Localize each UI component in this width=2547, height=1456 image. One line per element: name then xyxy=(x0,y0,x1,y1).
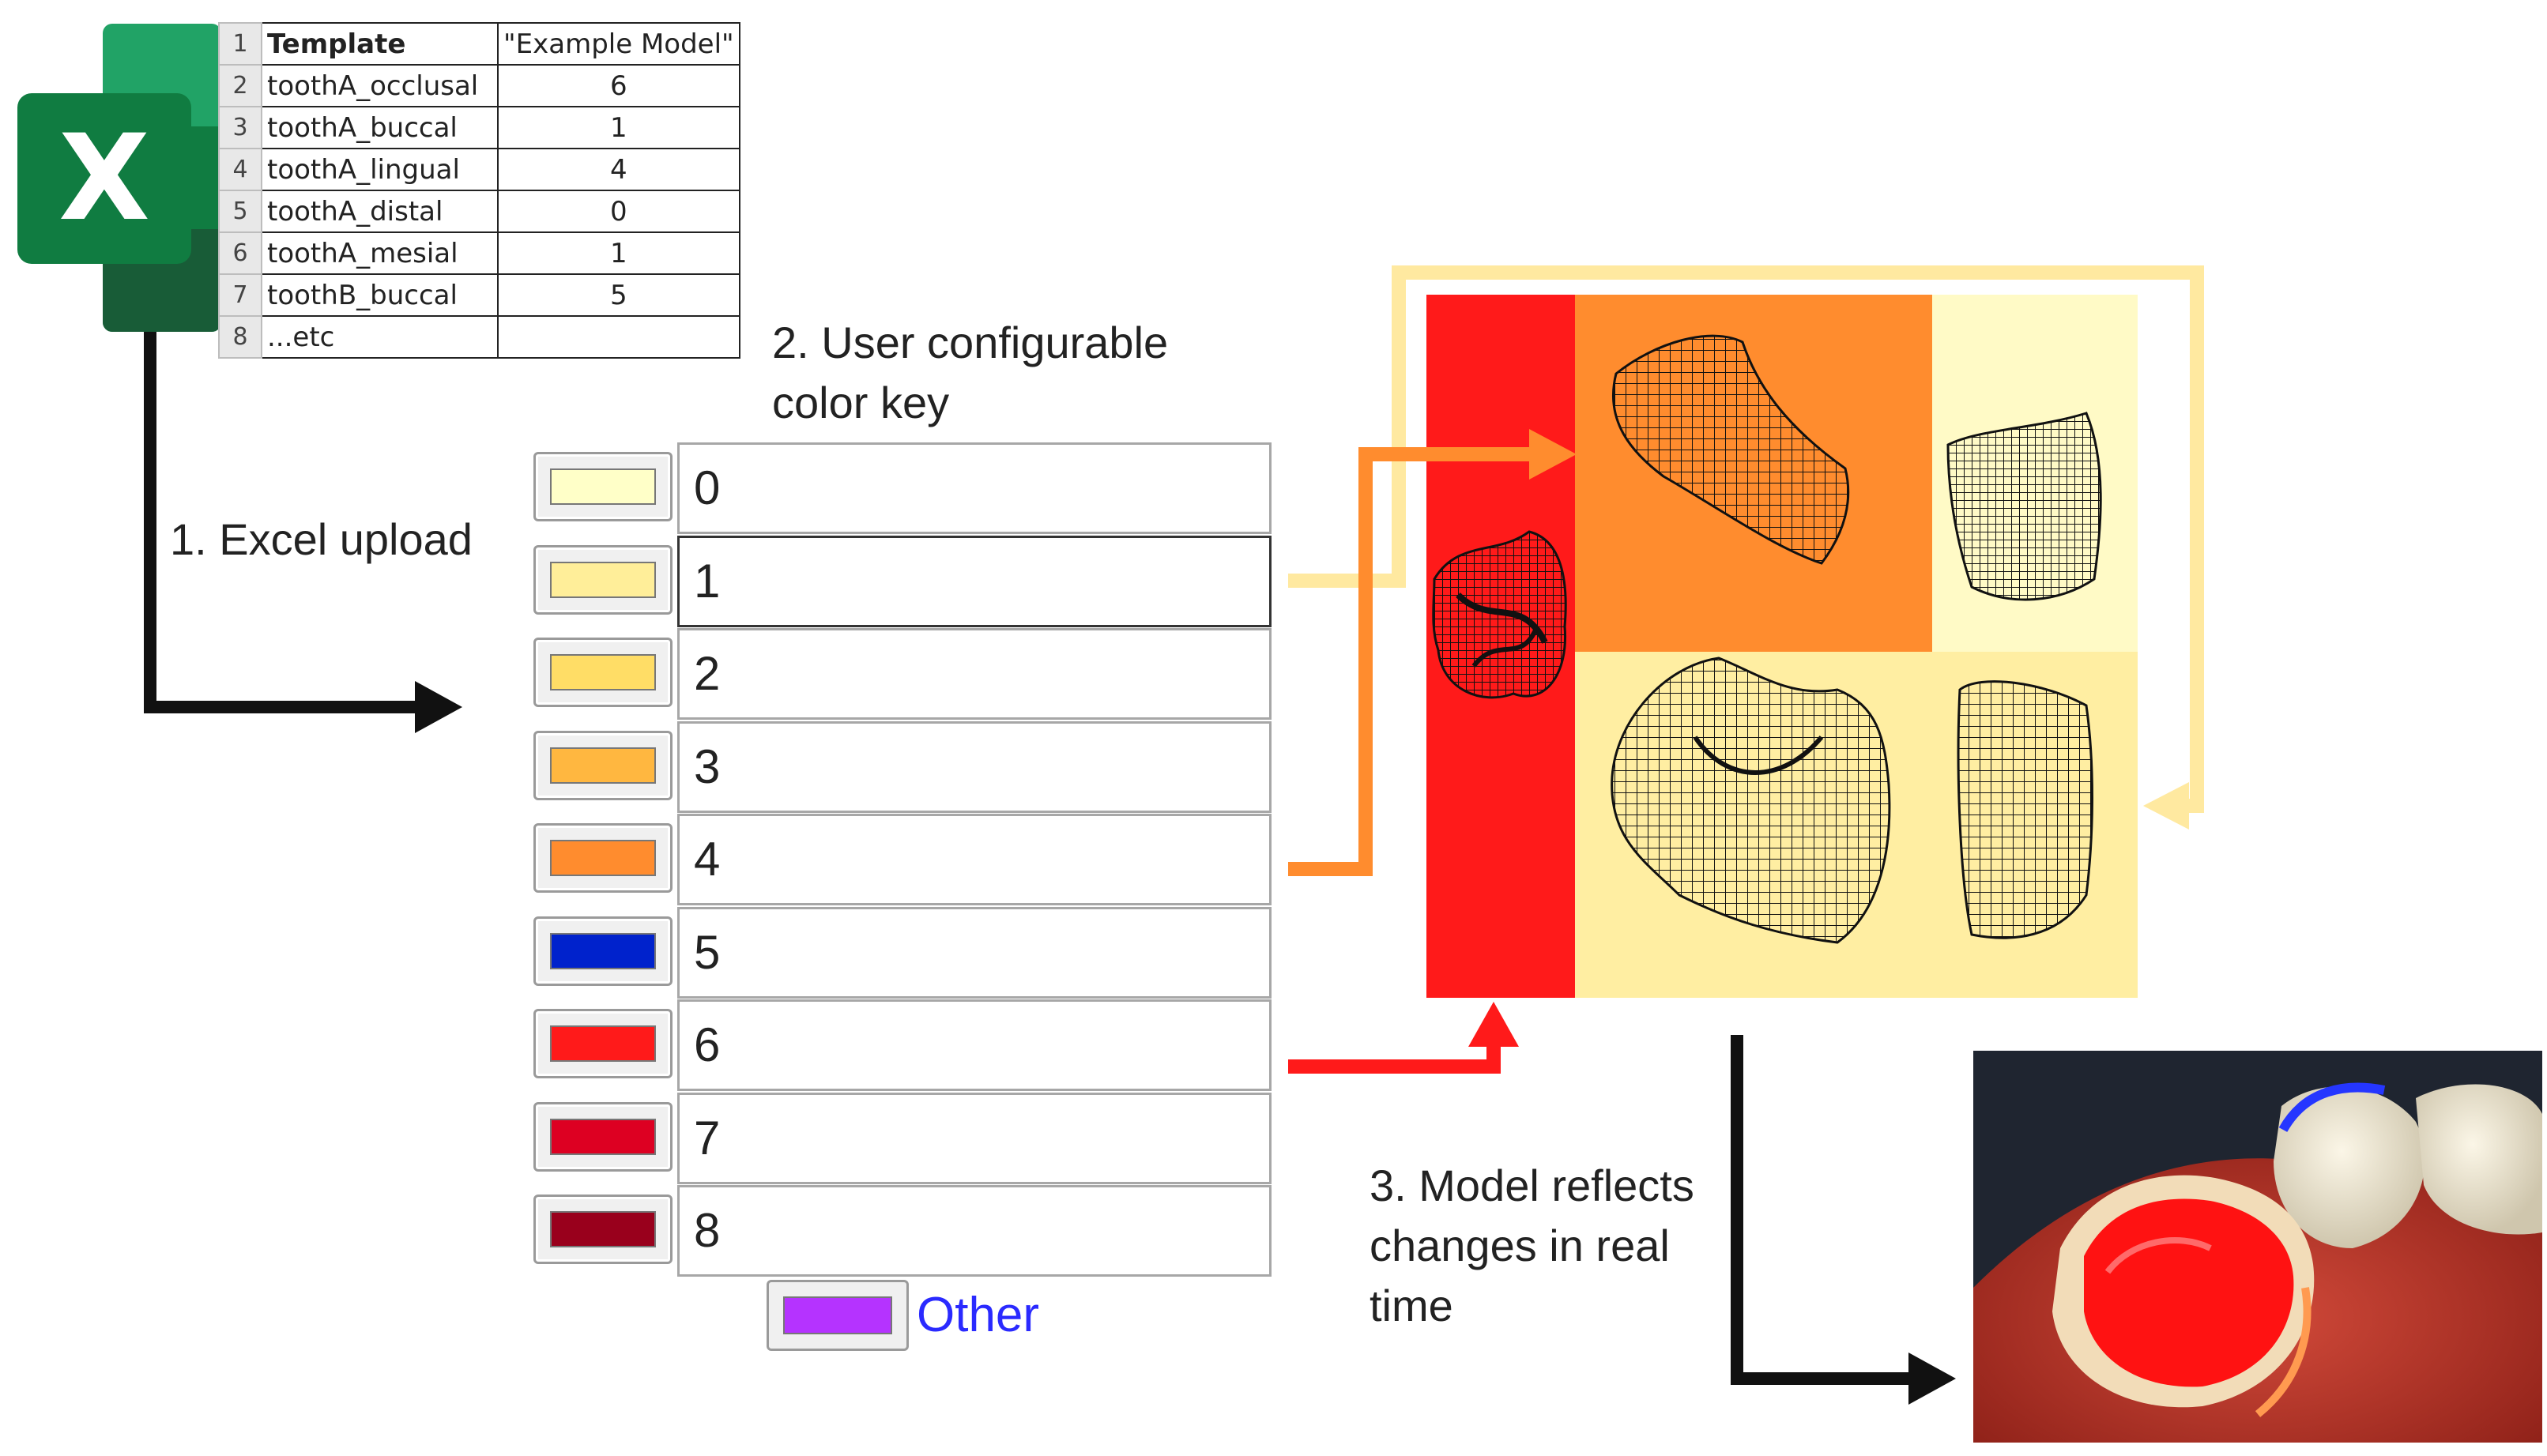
row-number: 7 xyxy=(218,273,262,317)
color-key-row-2: 2 xyxy=(533,628,1276,720)
pale-yellow-arrow xyxy=(1288,265,2204,813)
color-swatch xyxy=(550,561,656,598)
color-key-row-0: 0 xyxy=(533,442,1276,534)
color-key-value-field[interactable]: 7 xyxy=(677,1092,1272,1184)
color-key-value-field[interactable]: 3 xyxy=(677,720,1272,813)
value-cell: 4 xyxy=(497,148,740,191)
row-number: 8 xyxy=(218,315,262,359)
other-label: Other xyxy=(917,1288,1040,1342)
template-cell: toothA_buccal xyxy=(261,106,499,149)
color-picker-button[interactable] xyxy=(533,1009,673,1078)
mesh-mesial-icon xyxy=(1957,680,2093,939)
color-picker-button[interactable] xyxy=(533,730,673,800)
excel-upload-arrowhead xyxy=(415,681,462,733)
step3-label-line1: 3. Model reflects xyxy=(1370,1161,1694,1210)
color-swatch xyxy=(550,1211,656,1247)
row-number: 4 xyxy=(218,148,262,191)
color-key-row-4: 4 xyxy=(533,814,1276,905)
value-cell xyxy=(497,315,740,359)
step3-label-line3: time xyxy=(1370,1281,1453,1330)
color-swatch xyxy=(550,1025,656,1062)
row-number: 2 xyxy=(218,64,262,107)
row-number: 3 xyxy=(218,106,262,149)
row-number: 1 xyxy=(218,22,262,66)
step2-label-line1: 2. User configurable xyxy=(772,318,1169,367)
color-key-value-field[interactable]: 5 xyxy=(677,906,1272,999)
pale-yellow-arrowhead xyxy=(2143,782,2189,830)
color-picker-button[interactable] xyxy=(533,916,673,986)
mesh-distal-icon xyxy=(1946,412,2102,601)
mesh-occlusal-icon xyxy=(1432,530,1567,699)
template-cell: toothA_lingual xyxy=(261,148,499,191)
color-key-value-field[interactable]: 0 xyxy=(677,442,1272,534)
color-picker-button[interactable] xyxy=(533,638,673,707)
color-swatch xyxy=(550,468,656,505)
color-key-value-field[interactable]: 4 xyxy=(677,814,1272,905)
step3-label-line2: changes in real xyxy=(1370,1221,1670,1270)
value-cell: 6 xyxy=(497,64,740,107)
orange-arrowhead xyxy=(1529,429,1577,480)
table-row: 8...etc xyxy=(218,315,740,359)
color-key-value-field[interactable]: 1 xyxy=(677,535,1272,627)
dental-render-image xyxy=(1973,1051,2542,1443)
value-cell: 1 xyxy=(497,106,740,149)
color-key-row-6: 6 xyxy=(533,999,1276,1091)
template-cell: ...etc xyxy=(261,315,499,359)
color-key-row-7: 7 xyxy=(533,1092,1276,1184)
value-cell: 0 xyxy=(497,190,740,233)
color-key-row-1: 1 xyxy=(533,535,1276,627)
color-key-row-3: 3 xyxy=(533,720,1276,813)
model-header: "Example Model" xyxy=(497,22,740,66)
value-cell: 5 xyxy=(497,273,740,317)
color-swatch xyxy=(550,840,656,876)
color-swatch xyxy=(550,932,656,969)
red-arrow xyxy=(1288,1043,1501,1074)
model-render-arrow xyxy=(1731,1035,1912,1385)
step1-label: 1. Excel upload xyxy=(170,514,473,564)
orange-arrow xyxy=(1288,447,1537,876)
red-arrowhead xyxy=(1468,1002,1519,1047)
other-color-button[interactable] xyxy=(767,1280,909,1351)
value-cell: 1 xyxy=(497,231,740,275)
color-swatch xyxy=(550,747,656,784)
tooth-surface-model-panel xyxy=(1426,295,2138,998)
mesh-lingual-icon xyxy=(1611,334,1850,565)
color-key-row-5: 5 xyxy=(533,906,1276,999)
color-key-value-field[interactable]: 2 xyxy=(677,628,1272,720)
color-picker-button[interactable] xyxy=(533,823,673,893)
color-picker-button[interactable] xyxy=(533,452,673,521)
color-key-value-field[interactable]: 6 xyxy=(677,999,1272,1091)
template-cell: toothB_buccal xyxy=(261,273,499,317)
row-number: 5 xyxy=(218,190,262,233)
color-swatch xyxy=(550,654,656,690)
row-number: 6 xyxy=(218,231,262,275)
template-header: Template xyxy=(261,22,499,66)
color-picker-button[interactable] xyxy=(533,1195,673,1264)
template-cell: toothA_distal xyxy=(261,190,499,233)
template-cell: toothA_mesial xyxy=(261,231,499,275)
color-picker-button[interactable] xyxy=(533,1101,673,1172)
model-render-arrowhead xyxy=(1908,1353,1956,1405)
mesh-layer xyxy=(1432,334,2102,944)
excel-upload-arrow xyxy=(144,332,419,713)
color-key-row-8: 8 xyxy=(533,1185,1276,1277)
other-color-swatch xyxy=(783,1296,892,1334)
template-cell: toothA_occlusal xyxy=(261,64,499,107)
color-swatch xyxy=(550,1118,656,1155)
step2-label-line2: color key xyxy=(772,378,950,427)
mesh-buccal-icon xyxy=(1611,657,1891,944)
color-picker-button[interactable] xyxy=(533,544,673,615)
color-key-value-field[interactable]: 8 xyxy=(677,1185,1272,1277)
